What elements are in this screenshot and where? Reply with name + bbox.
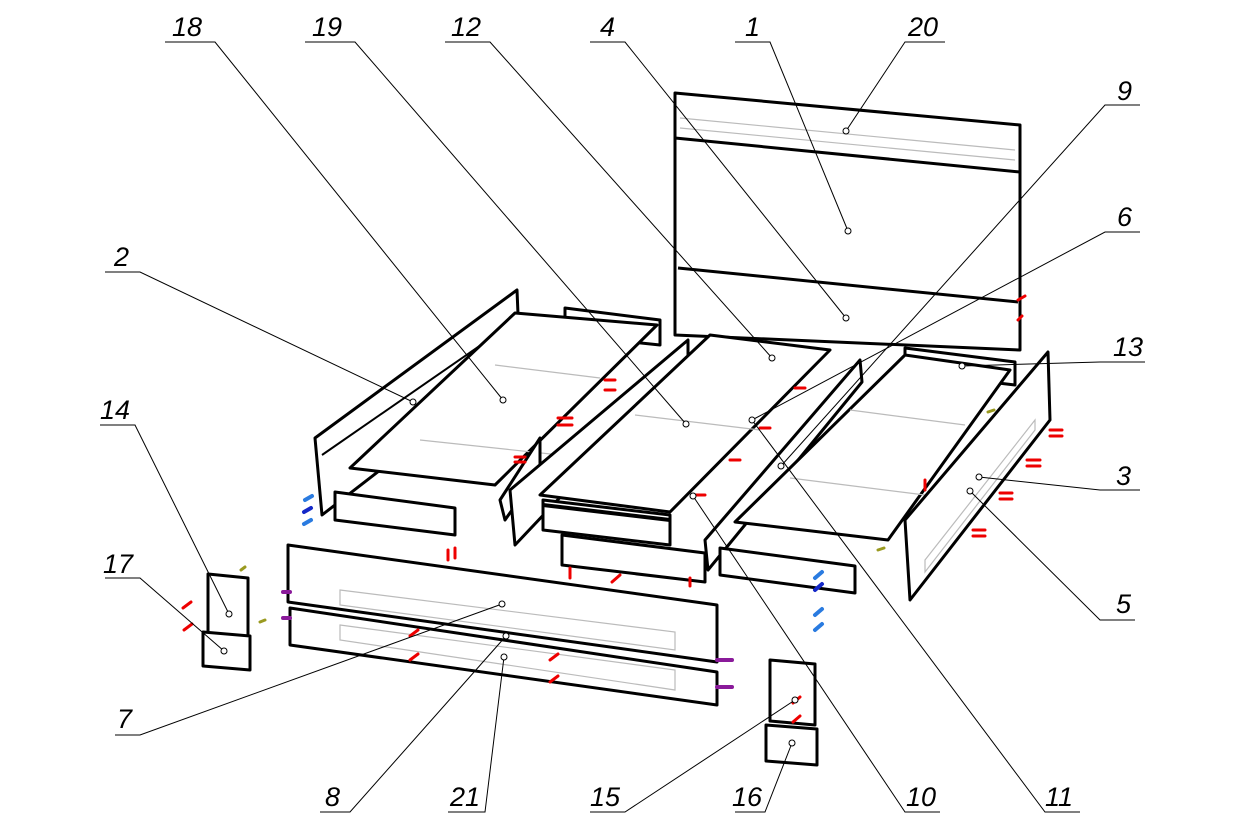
part-label-2: 2 bbox=[114, 242, 130, 272]
right-leg-parts bbox=[764, 658, 819, 767]
part-label-20: 20 bbox=[908, 12, 939, 42]
part-label-10: 10 bbox=[906, 782, 937, 812]
part-label-1: 1 bbox=[745, 12, 761, 42]
part-label-14: 14 bbox=[100, 395, 131, 425]
part-label-16: 16 bbox=[732, 782, 763, 812]
part-label-7: 7 bbox=[117, 704, 133, 734]
part-label-3: 3 bbox=[1116, 461, 1132, 491]
part-label-12: 12 bbox=[451, 12, 482, 42]
fasteners bbox=[181, 294, 1064, 724]
right-drawer bbox=[718, 353, 1012, 595]
part-label-17: 17 bbox=[103, 549, 134, 579]
part-label-5: 5 bbox=[1116, 589, 1132, 619]
part-label-13: 13 bbox=[1113, 332, 1144, 362]
part-label-9: 9 bbox=[1117, 76, 1133, 106]
part-label-11: 11 bbox=[1045, 782, 1074, 812]
part-label-18: 18 bbox=[172, 12, 203, 42]
part-label-6: 6 bbox=[1117, 202, 1133, 232]
leader-lines bbox=[100, 41, 1145, 813]
part-label-4: 4 bbox=[600, 12, 616, 42]
part-label-19: 19 bbox=[312, 12, 343, 42]
part-label-15: 15 bbox=[590, 782, 621, 812]
part-label-8: 8 bbox=[325, 782, 341, 812]
left-leg-parts bbox=[201, 572, 252, 672]
part-label-21: 21 bbox=[450, 782, 481, 812]
